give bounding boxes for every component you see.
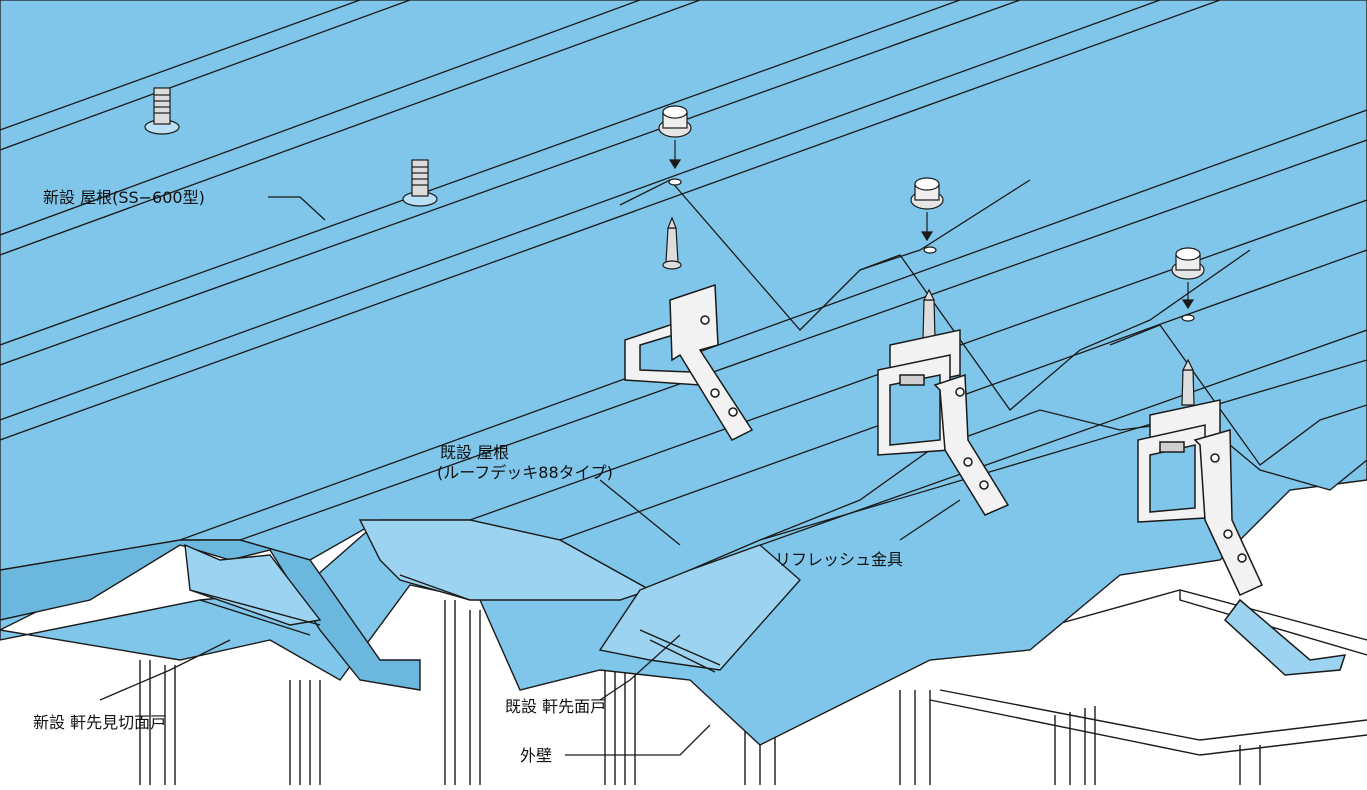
refresh-bracket-label: リフレッシュ金具 (775, 550, 904, 569)
screw-icon (922, 288, 936, 339)
screw-icon (662, 216, 682, 270)
bolt-icon (402, 159, 438, 207)
bolt-icon (144, 87, 180, 135)
screw-icon (1181, 358, 1195, 406)
bracket-icon (624, 283, 754, 441)
bracket-icon (877, 329, 1010, 516)
existing-roof-label: 既設 屋根 (440, 443, 510, 462)
existing-roof-type-label: (ルーフデッキ88タイプ) (437, 463, 613, 482)
new-eave-panel-label: 新設 軒先見切面戸 (33, 713, 167, 732)
new-roof-label: 新設 屋根(SS−600型) (43, 188, 205, 207)
washer-icon (658, 105, 692, 186)
existing-eave-panel-label: 既設 軒先面戸 (505, 697, 607, 716)
leader-lines (99, 196, 961, 756)
bracket-icon (1137, 399, 1347, 676)
washer-icon (1171, 247, 1205, 322)
eave-profiles (0, 519, 801, 691)
outer-wall-label: 外壁 (520, 746, 553, 765)
washer-icon (910, 177, 944, 254)
